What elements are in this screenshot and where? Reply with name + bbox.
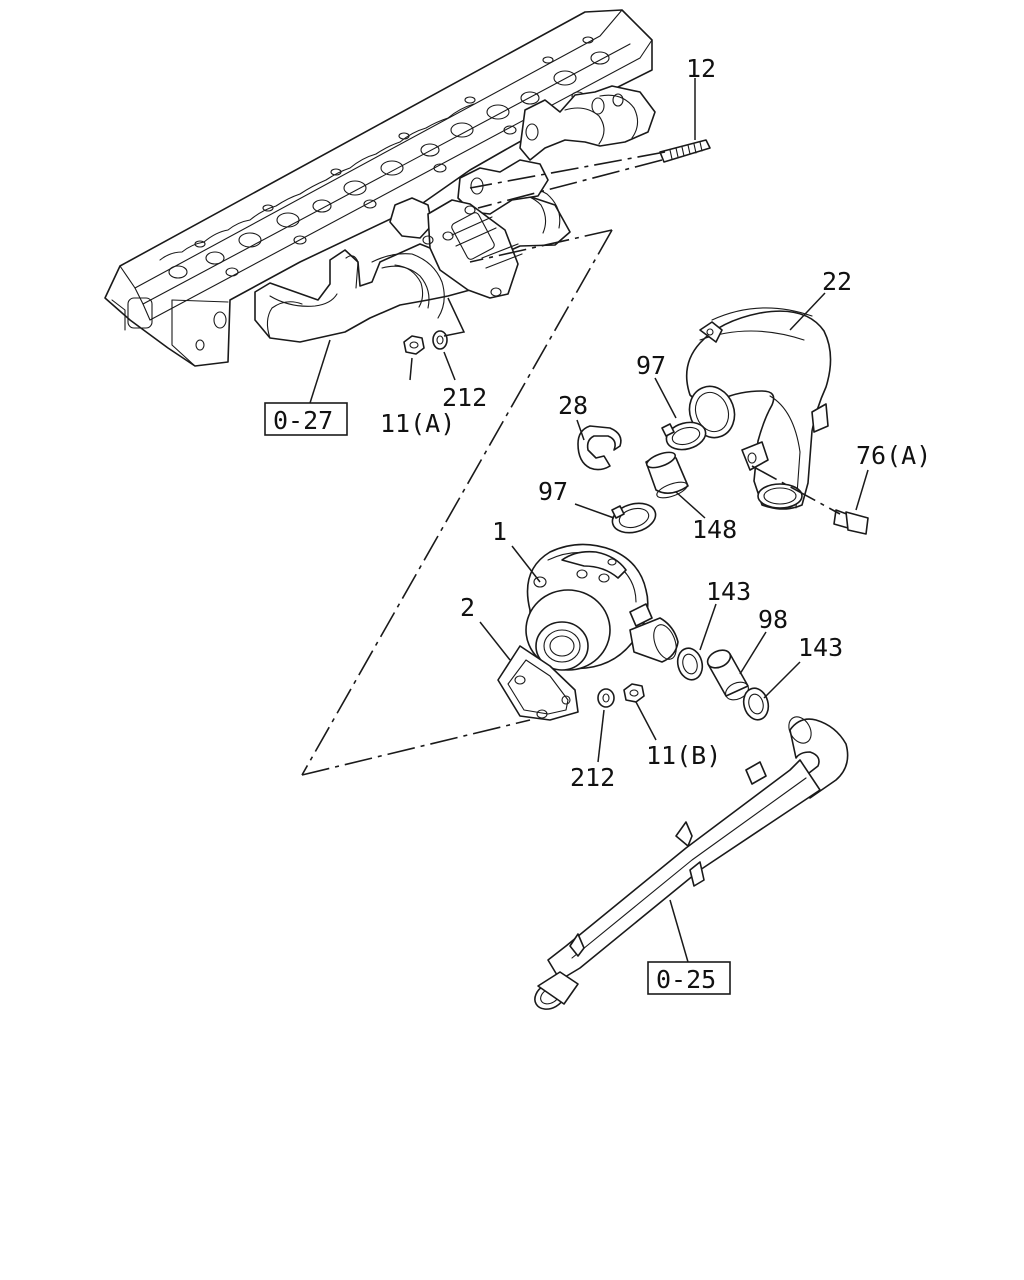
leader-lines bbox=[309, 78, 869, 963]
label-28: 28 bbox=[558, 391, 588, 420]
stud-12-drawing bbox=[659, 139, 711, 163]
cylinder-head-drawing bbox=[104, 9, 653, 367]
long-pipe-drawing bbox=[534, 716, 849, 1010]
bracket-2-drawing bbox=[497, 645, 579, 721]
label-11a: 11(A) bbox=[380, 409, 455, 438]
ref-box-0-25[interactable]: 0-25 bbox=[647, 961, 731, 995]
label-22: 22 bbox=[822, 267, 852, 296]
label-143-right: 143 bbox=[798, 633, 843, 662]
label-76a: 76(A) bbox=[856, 441, 931, 470]
ref-label-0-25: 0-25 bbox=[656, 965, 716, 994]
hose-98-drawing bbox=[706, 649, 749, 701]
washer-212-upper-drawing bbox=[432, 330, 448, 350]
label-98: 98 bbox=[758, 605, 788, 634]
label-1: 1 bbox=[492, 517, 507, 546]
nut-washer-axis bbox=[443, 297, 466, 337]
turbocharger-1-drawing bbox=[525, 543, 679, 671]
label-2: 2 bbox=[460, 593, 475, 622]
label-148: 148 bbox=[692, 515, 737, 544]
hose-148-drawing bbox=[645, 451, 689, 499]
label-11b: 11(B) bbox=[646, 741, 721, 770]
assembly-triangle bbox=[301, 151, 666, 776]
nut-11a-drawing bbox=[403, 335, 425, 355]
outlet-pipe-22-drawing bbox=[685, 307, 832, 510]
clamp-143a-drawing bbox=[676, 647, 704, 681]
exhaust-manifold-drawing bbox=[254, 85, 656, 343]
clamp-143b-drawing bbox=[742, 687, 770, 721]
bolt-76a-drawing bbox=[833, 509, 869, 535]
label-212-lower: 212 bbox=[570, 763, 615, 792]
label-143-left: 143 bbox=[706, 577, 751, 606]
label-12: 12 bbox=[686, 54, 716, 83]
label-212-upper: 212 bbox=[442, 383, 487, 412]
bolt-76a-axis bbox=[751, 465, 841, 515]
clamp-97-lower-drawing bbox=[611, 502, 657, 534]
washer-212-lower-drawing bbox=[597, 688, 615, 708]
label-97-upper: 97 bbox=[636, 351, 666, 380]
ref-box-0-27[interactable]: 0-27 bbox=[264, 402, 348, 436]
clip-28-drawing bbox=[577, 425, 622, 471]
nut-11b-drawing bbox=[623, 683, 645, 703]
part-labels: 12 22 97 28 212 11(A) 76(A) 97 148 1 2 1… bbox=[380, 54, 931, 792]
ref-label-0-27: 0-27 bbox=[273, 406, 333, 435]
clamp-97-upper-drawing bbox=[661, 421, 707, 451]
label-97-lower: 97 bbox=[538, 477, 568, 506]
